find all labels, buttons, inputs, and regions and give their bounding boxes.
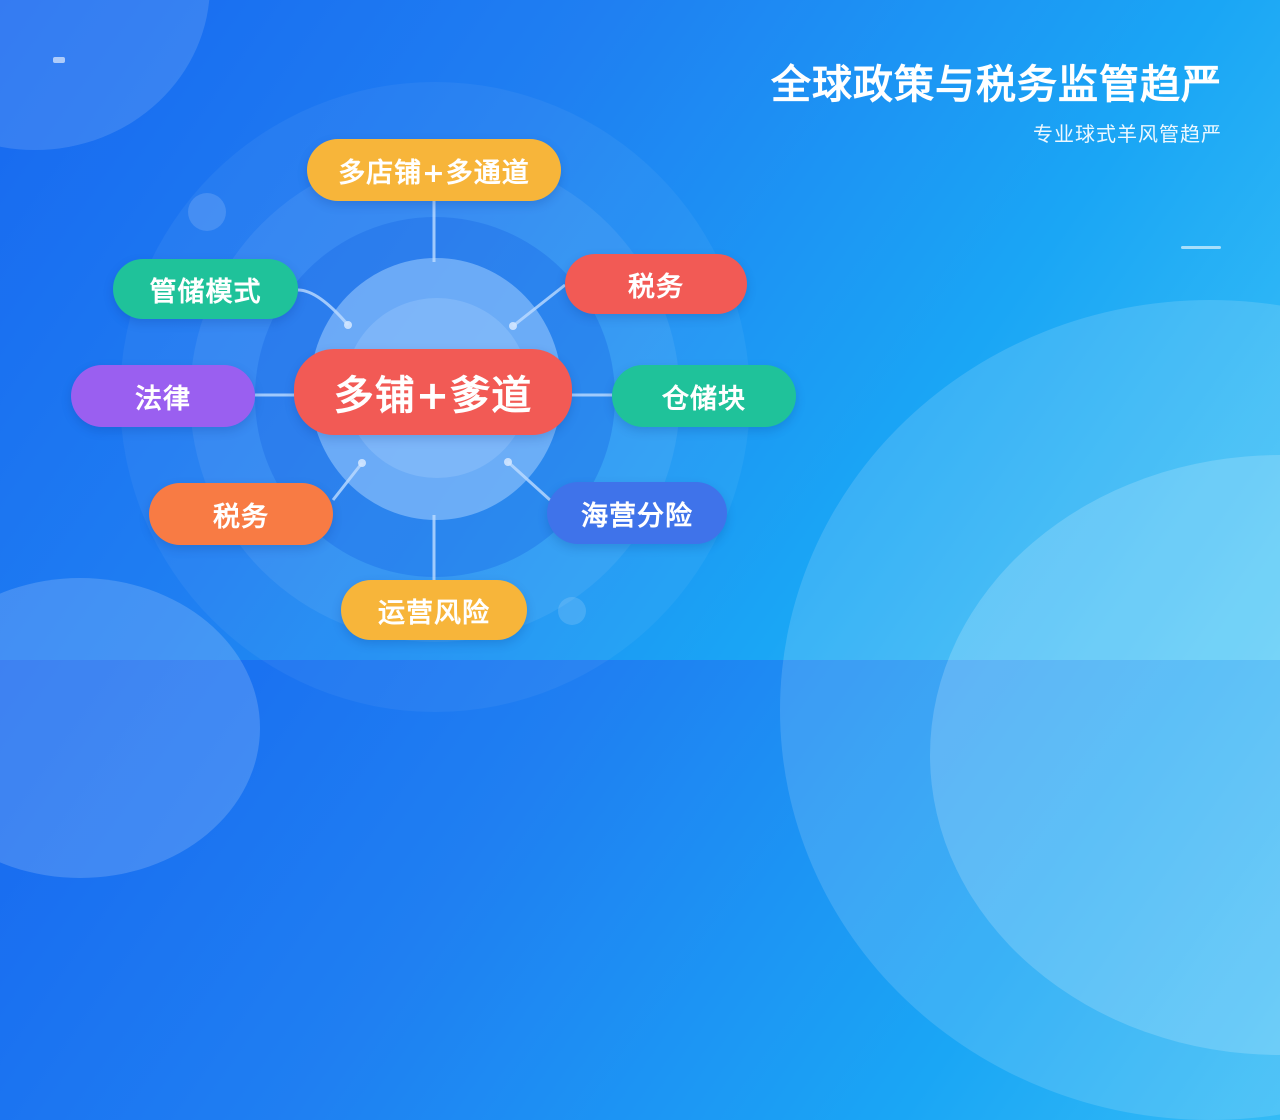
- node-bottom: 运营风险: [341, 580, 527, 640]
- connector-lines: [255, 198, 612, 580]
- page-subtitle: 专业球式羊风管趋严: [1033, 122, 1222, 146]
- node-upper-right: 税务: [565, 254, 747, 314]
- node-upper-left: 管储模式: [113, 259, 298, 319]
- page-title: 全球政策与税务监管趋严: [771, 62, 1222, 108]
- node-lower-right: 海营分险: [547, 482, 727, 544]
- decor-dash: [1181, 246, 1221, 249]
- node-left: 法律: [71, 365, 255, 427]
- node-right: 仓储块: [612, 365, 796, 427]
- decor-dot: [188, 193, 226, 231]
- node-lower-left: 税务: [149, 483, 333, 545]
- node-top: 多店铺+多通道: [307, 139, 561, 201]
- decor-dash: [53, 57, 65, 63]
- center-node: 多铺+爹道: [294, 349, 572, 435]
- decor-dot: [558, 597, 586, 625]
